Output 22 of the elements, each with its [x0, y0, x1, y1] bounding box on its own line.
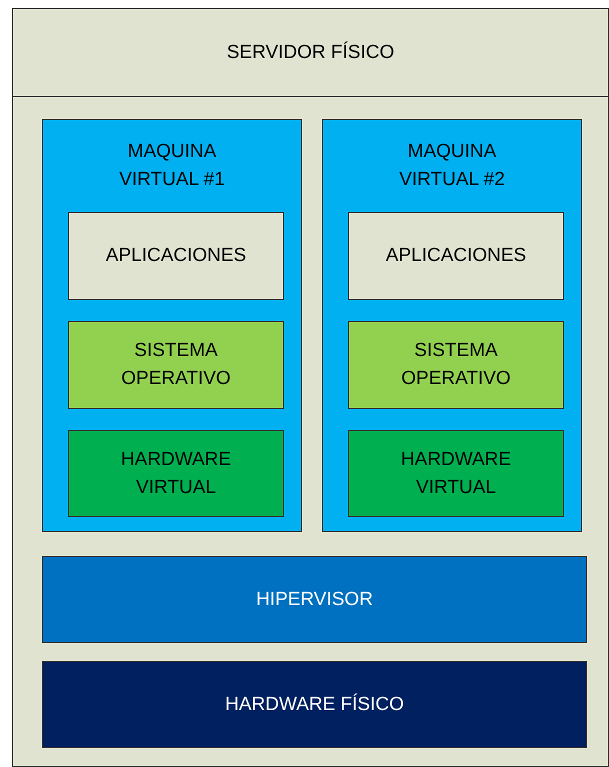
layer-box	[348, 212, 564, 300]
layer-box	[68, 430, 284, 517]
box-label: HIPERVISOR	[256, 588, 373, 612]
layer-box	[68, 212, 284, 300]
layer-box	[348, 430, 564, 517]
layer-box	[68, 321, 284, 409]
box-label: SISTEMA OPERATIVO	[120, 339, 232, 391]
box-label: SISTEMA OPERATIVO	[400, 339, 512, 391]
virtual-machine-box	[42, 119, 302, 532]
box-label: MAQUINA VIRTUAL #1	[118, 140, 226, 192]
server-box	[12, 8, 609, 767]
virtual-machine-box	[322, 119, 582, 532]
box-label: HARDWARE VIRTUAL	[400, 448, 512, 500]
box-label: HARDWARE FÍSICO	[225, 692, 404, 716]
hypervisor-box	[42, 556, 587, 643]
hardware-box	[42, 661, 587, 748]
box-label: MAQUINA VIRTUAL #2	[398, 140, 506, 192]
layer-box	[348, 321, 564, 409]
box-label: HARDWARE VIRTUAL	[120, 448, 232, 500]
box-label: APLICACIONES	[106, 244, 246, 268]
box-label: APLICACIONES	[386, 244, 526, 268]
box-title: SERVIDOR FÍSICO	[226, 40, 394, 65]
